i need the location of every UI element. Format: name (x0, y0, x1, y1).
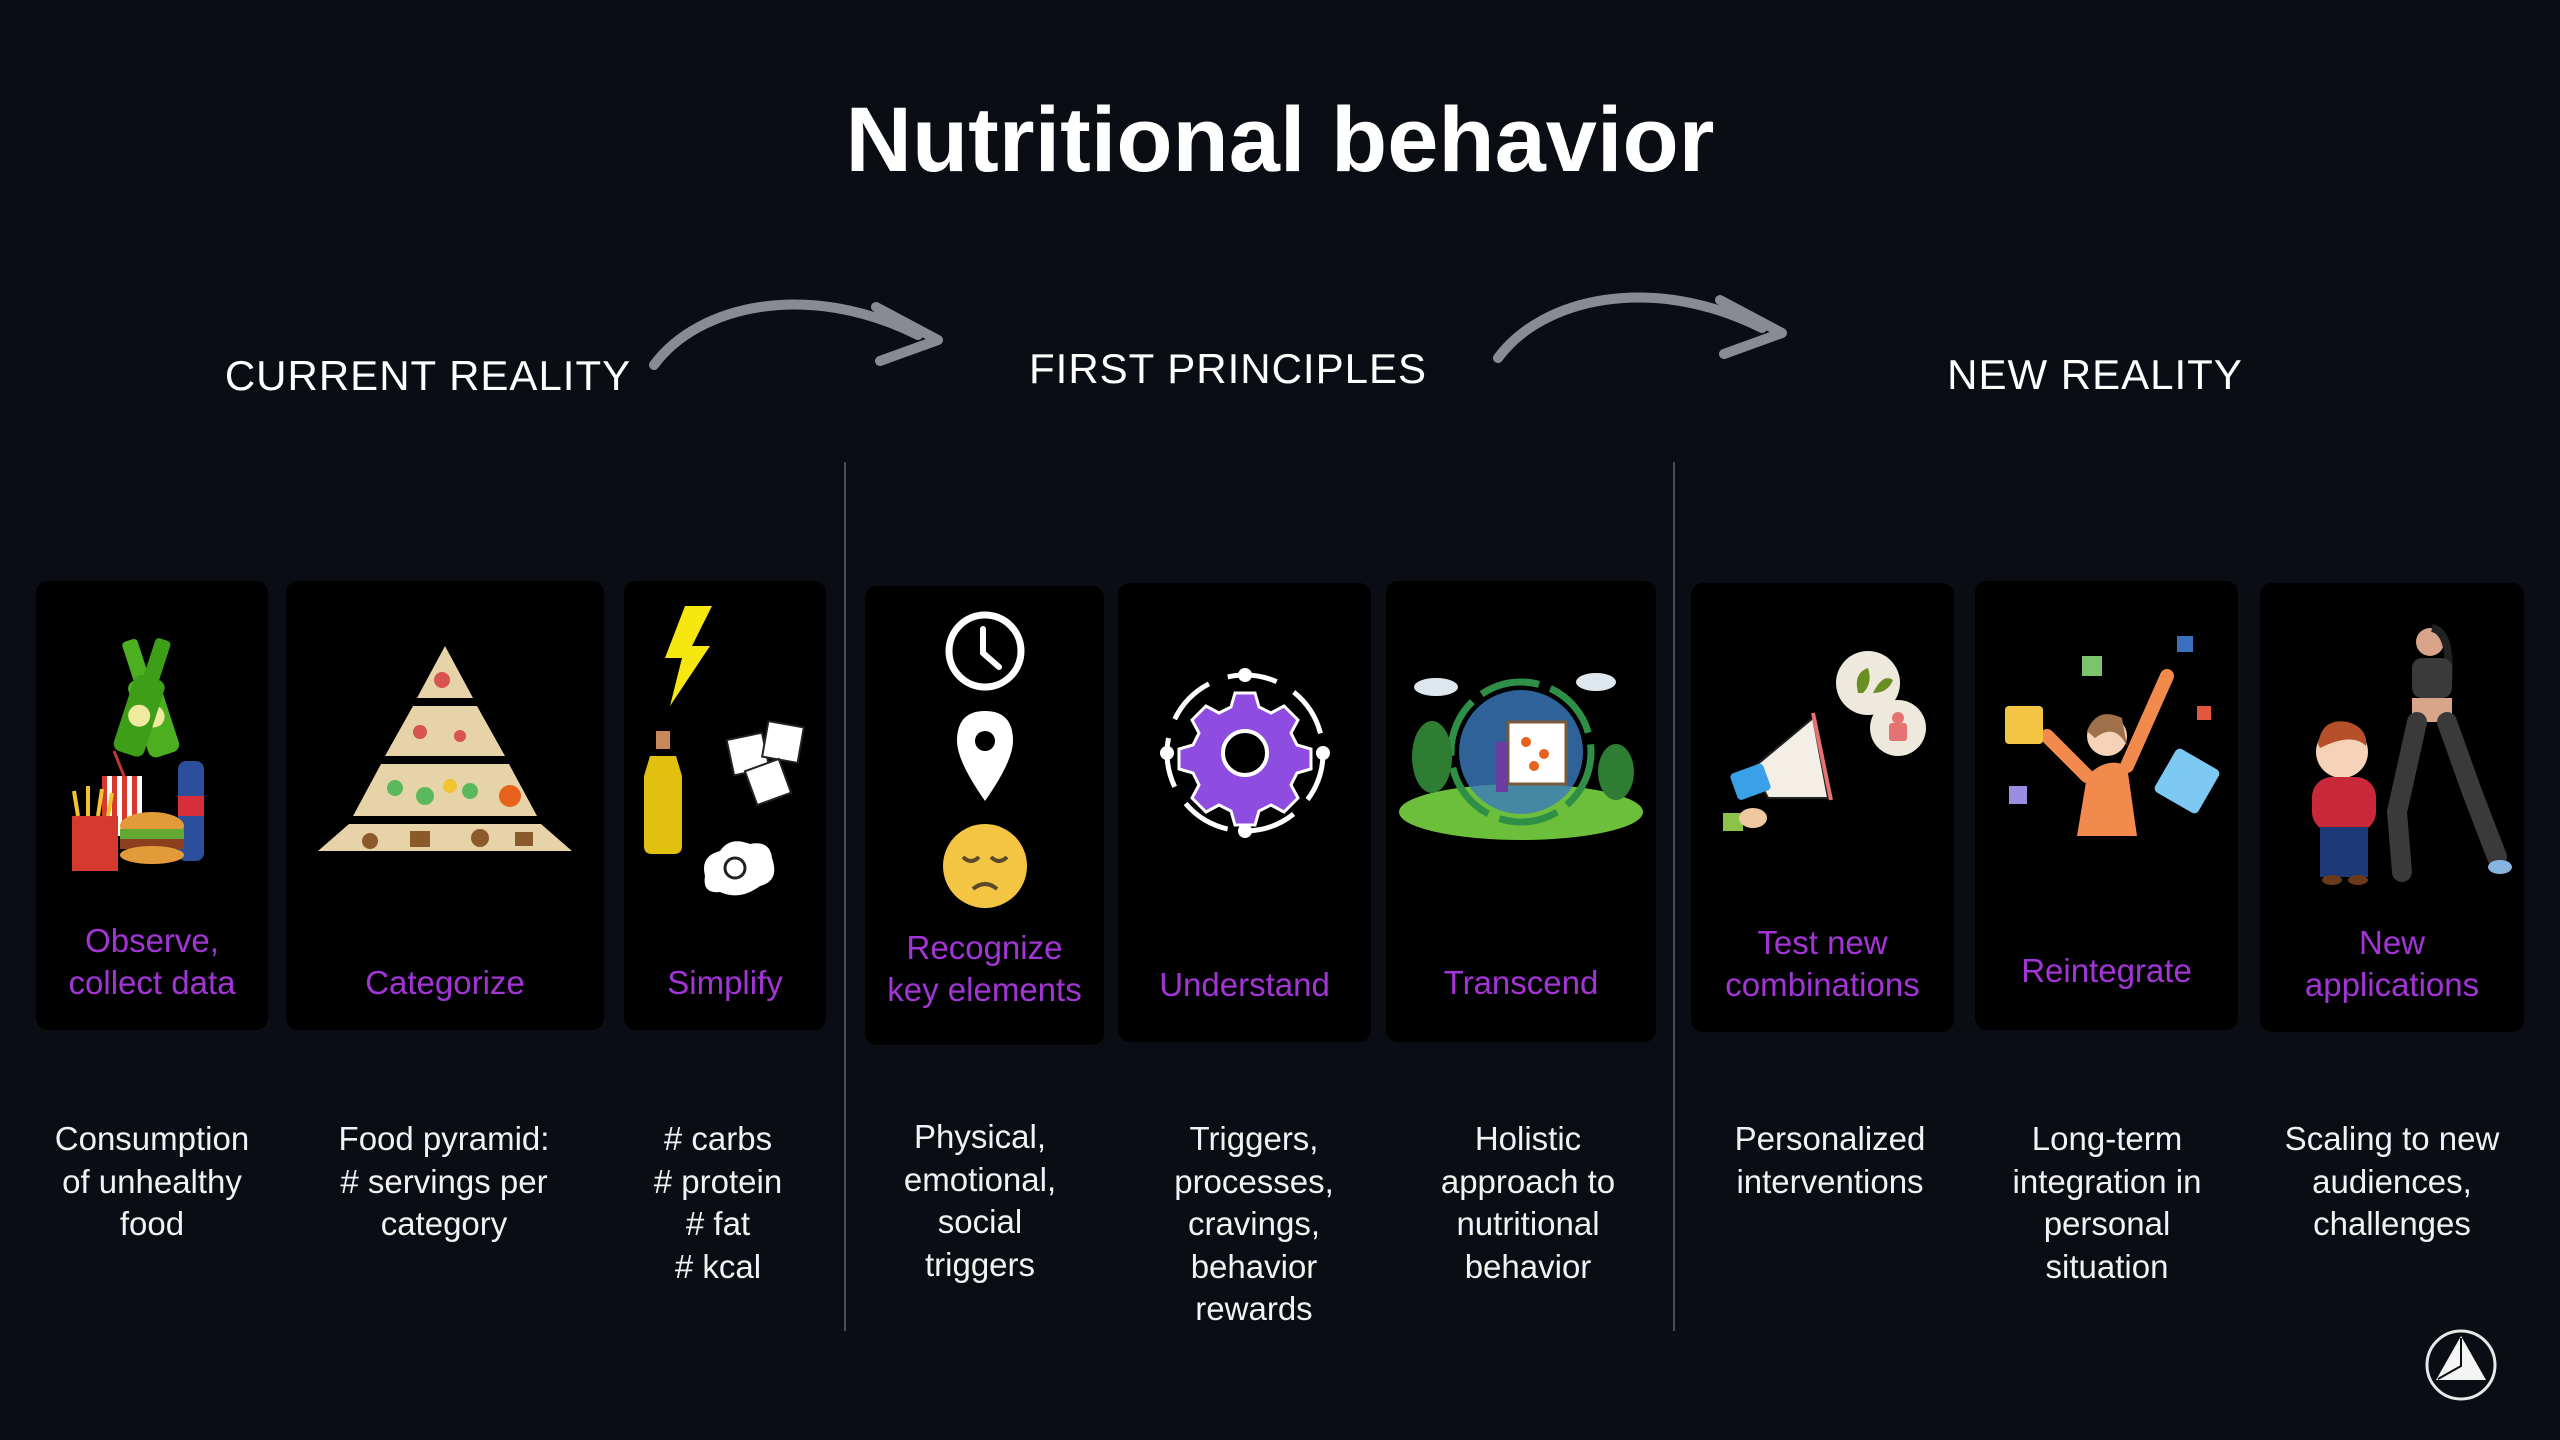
step-card-simplify: Simplify (624, 581, 826, 1030)
junk-food-icon (36, 581, 268, 910)
section-divider (844, 462, 846, 1331)
phase-current-reality: CURRENT REALITY (224, 352, 632, 399)
food-pyramid-icon (286, 581, 604, 910)
time-place-mood-icon (865, 586, 1104, 935)
step-label: Reintegrate (2021, 952, 2192, 989)
sugar-cubes-icon (725, 719, 806, 806)
runner-icon (2260, 583, 2524, 912)
location-pin-icon (956, 710, 1013, 801)
oil-bottle-icon (644, 730, 682, 854)
clock-icon (945, 611, 1024, 690)
step-description: # carbs# protein# fat# kcal (653, 1120, 783, 1285)
step-card-observe: Observe,collect data (36, 581, 268, 1030)
phase-first-principles: FIRST PRINCIPLES (1029, 345, 1427, 392)
step-label: Simplify (667, 964, 783, 1001)
megaphone-icon (1691, 583, 1954, 912)
holistic-world-icon (1386, 581, 1656, 922)
egg-icon (704, 840, 775, 895)
lightning-icon (665, 605, 712, 706)
step-card-understand: Understand (1118, 583, 1371, 1042)
step-label: Transcend (1443, 964, 1599, 1001)
section-divider (1673, 462, 1675, 1331)
step-label: Categorize (365, 964, 525, 1001)
triangle-circle-logo-icon (2425, 1329, 2497, 1401)
step-label: Understand (1159, 966, 1330, 1003)
step-card-categorize: Categorize (286, 581, 604, 1030)
sad-face-icon (942, 823, 1027, 908)
curved-arrow-icon (1493, 292, 1787, 363)
step-card-transcend: Transcend (1386, 581, 1656, 1042)
phase-new-reality: NEW REALITY (1947, 351, 2243, 398)
step-card-reintegrate: Reintegrate (1975, 581, 2238, 1030)
gear-cycle-icon (1118, 583, 1371, 922)
curved-arrow-icon (649, 299, 943, 370)
step-label: Observe,collect data (68, 922, 236, 1001)
macronutrients-icon (624, 581, 826, 930)
page-title: Nutritional behavior (845, 89, 1715, 191)
puzzle-person-icon (1975, 581, 2238, 910)
